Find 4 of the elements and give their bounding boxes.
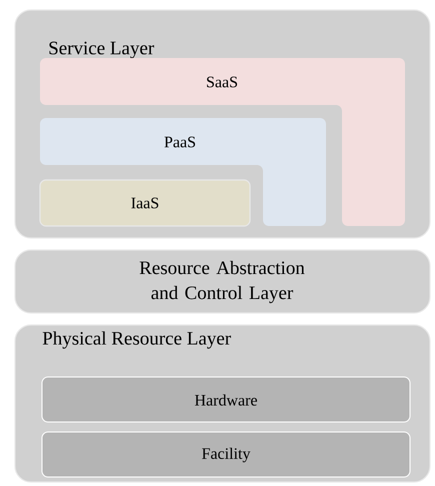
component-box: Hardware bbox=[42, 376, 410, 422]
service-box: IaaS bbox=[39, 179, 251, 227]
component-box: Facility bbox=[42, 432, 410, 478]
layer-panel: Resource Abstraction and Control Layer bbox=[14, 249, 431, 314]
